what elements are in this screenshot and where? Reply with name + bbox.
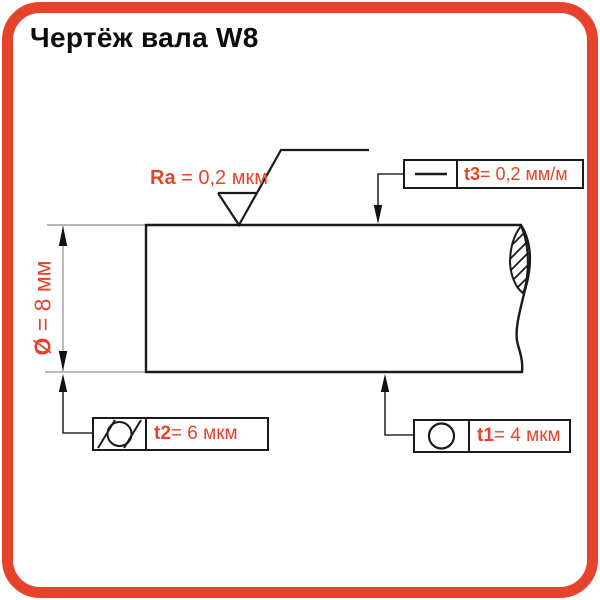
t2-leader-arrow [58,374,68,392]
t1-value: = 4 мкм [493,425,561,446]
cylindricity-icon [97,419,142,449]
t2-name: t2 [154,423,171,444]
t3-tolerance-frame [403,159,584,189]
break-hatch-section [508,224,529,295]
t2-value: = 6 мкм [170,423,238,444]
diameter-value: = 8 мм [29,260,56,338]
roughness-value: = 0,2 мкм [175,167,268,189]
dimension-arrowheads [58,226,68,371]
surface-roughness-icon [217,148,369,228]
t1-leader-line [384,390,414,436]
t1-tolerance-frame [413,419,571,453]
t3-value: = 0,2 мм/м [480,163,568,184]
page-title: Чертёж вала W8 [30,22,259,53]
t2-tolerance-frame [92,417,269,451]
roughness-label: Ra = 0,2 мкм [150,167,268,190]
t3-name: t3 [464,163,481,184]
t2-leader-line [62,391,93,434]
diameter-label: Ø = 8 мм [30,261,57,356]
t3-leader-line [377,173,404,206]
t3-label: t3 = 0,2 мм/м [464,160,568,188]
t3-leader-arrow [373,205,383,224]
diameter-name: Ø [29,337,56,356]
t1-label: t1 = 4 мкм [477,420,561,452]
t2-label: t2 = 6 мкм [154,418,238,450]
roundness-icon [427,422,456,450]
shaft-outline [144,223,532,374]
t1-name: t1 [477,425,494,446]
t1-leader-arrow [380,374,390,392]
roughness-name: Ra [150,167,176,189]
diameter-dimension [45,224,146,373]
